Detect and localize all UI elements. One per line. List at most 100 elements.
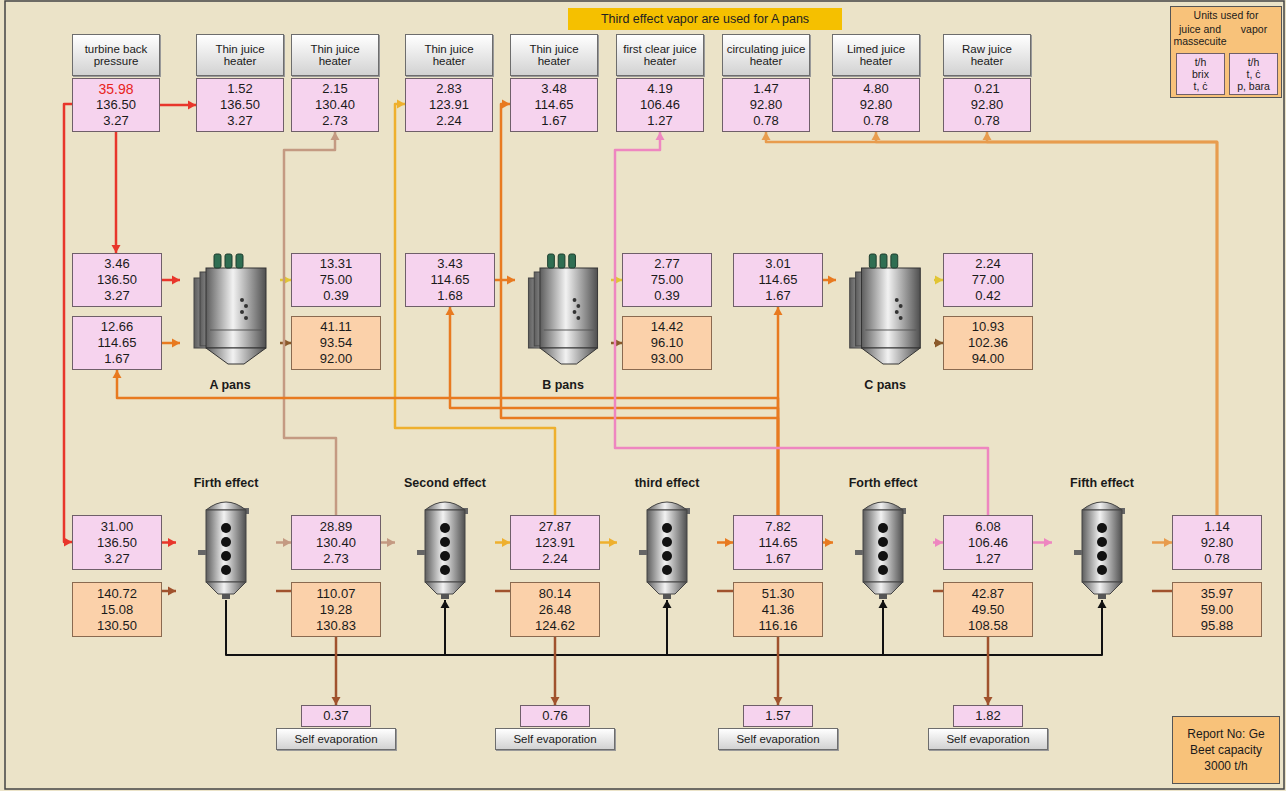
node-text: 114.65 <box>431 272 470 288</box>
arrow-head <box>983 132 992 140</box>
juice-data-box: 10.93102.3694.00 <box>943 316 1033 370</box>
pipe-connector <box>160 101 196 110</box>
juice-data-box: 110.0719.28130.83 <box>291 582 381 637</box>
node-text: 136.50 <box>220 97 260 113</box>
node-text: t, ċ <box>1193 80 1207 92</box>
pipe-line <box>117 370 778 515</box>
pipe-line <box>777 637 780 705</box>
juice-data-box: 80.1426.48124.62 <box>510 582 600 637</box>
arrow-head <box>935 538 943 547</box>
node-text: vapor <box>1229 23 1279 35</box>
vapor-data-box: 6.08106.461.27 <box>943 515 1033 570</box>
vapor-data-box: 28.89130.402.73 <box>291 515 381 570</box>
node-text: Self evaporation <box>722 733 834 746</box>
node-text: Thin juice heater <box>514 43 594 68</box>
evaporator-effect: third effect <box>617 476 717 600</box>
node-text: 35.97 <box>1201 586 1234 602</box>
arrow-head <box>872 132 881 140</box>
node-text: C pans <box>862 378 908 392</box>
node-text: 0.39 <box>654 288 679 304</box>
node-text: t/h <box>1195 56 1207 68</box>
node-text: 0.78 <box>1204 551 1229 567</box>
heater-label-box: first clear juice heater <box>616 34 704 76</box>
node-text: 4.80 <box>863 81 888 97</box>
node-text: 1.27 <box>647 113 672 129</box>
pipe-line <box>883 600 1102 655</box>
pipe-connector <box>823 538 833 547</box>
node-text: 92.00 <box>320 351 353 367</box>
node-text: 2.83 <box>436 81 461 97</box>
node-text: 1.52 <box>227 81 252 97</box>
heater-label-box: Limed juice heater <box>832 34 920 76</box>
node-text: 123.91 <box>429 97 469 113</box>
arrow-head <box>656 132 665 140</box>
vapor-data-box: 0.2192.800.78 <box>943 78 1031 132</box>
pipe-connector <box>162 339 180 348</box>
node-text: t, ċ <box>1246 68 1260 80</box>
node-text: 114.65 <box>759 535 798 551</box>
evaporator-vessel <box>176 494 276 600</box>
node-text: 95.88 <box>1201 618 1234 634</box>
node-text: 14.42 <box>651 319 684 335</box>
node-text: 102.36 <box>968 335 1008 351</box>
heater-label-box: circulating juice heater <box>722 34 810 76</box>
arrow-head <box>64 538 72 547</box>
node-text: 51.30 <box>762 586 795 602</box>
pipe-line <box>1152 590 1172 593</box>
node-text: 2.24 <box>975 256 1000 272</box>
vacuum-pan: C pans <box>836 248 934 392</box>
node-text: 0.42 <box>975 288 1000 304</box>
node-text: 28.89 <box>320 519 353 535</box>
pipe-line <box>717 590 733 593</box>
pipe-connector <box>717 538 733 547</box>
arrow-head <box>446 307 455 315</box>
node-text: 92.80 <box>971 97 1004 113</box>
arrow-head <box>397 100 405 109</box>
node-text: 92.80 <box>860 97 893 113</box>
heater-label-box: Thin juice heater <box>196 34 284 76</box>
node-text: A pans <box>207 378 252 392</box>
arrow-head <box>112 245 121 253</box>
juice-data-box: 51.3041.36116.16 <box>733 582 823 637</box>
arrow-head <box>507 276 515 285</box>
pipe-connector <box>872 132 1218 515</box>
arrow-head <box>172 339 180 348</box>
vapor-data-box: 3.48114.651.67 <box>510 78 598 132</box>
arrow-head <box>168 538 176 547</box>
node-text: Forth effect <box>847 476 920 490</box>
node-text: 49.50 <box>972 602 1005 618</box>
vapor-data-box: 7.82114.651.67 <box>733 515 823 570</box>
pan-vessel <box>180 248 280 372</box>
heater-label-box: Self evaporation <box>928 728 1048 750</box>
pipe-connector <box>112 132 121 253</box>
vapor-data-box: t/hbrixt, ċ <box>1176 53 1225 95</box>
node-text: 42.87 <box>972 586 1005 602</box>
node-text: Thin juice heater <box>409 43 489 68</box>
node-text: 114.65 <box>535 97 574 113</box>
pipe-connector <box>933 591 943 592</box>
pipe-line <box>615 132 988 515</box>
vapor-data-box: 4.8092.800.78 <box>832 78 920 132</box>
node-text: third effect <box>633 476 702 490</box>
juice-data-box: 41.1193.5492.00 <box>291 316 381 370</box>
node-text: 3000 t/h <box>1175 758 1277 774</box>
arrow-head <box>1044 538 1052 547</box>
node-text: Self evaporation <box>932 733 1044 746</box>
node-text: 136.50 <box>96 97 136 113</box>
juice-data-box: 42.8749.50108.58 <box>943 582 1033 637</box>
pipe-connector <box>933 538 943 547</box>
vapor-data-box: 2.7775.000.39 <box>622 253 712 307</box>
node-text: 27.87 <box>539 519 572 535</box>
pipe-connector <box>446 307 779 515</box>
pipe-line <box>766 132 1217 515</box>
node-text: 2.15 <box>322 81 347 97</box>
pipe-connector <box>162 538 176 547</box>
node-text: 130.83 <box>316 618 356 634</box>
pipe-connector <box>162 276 180 285</box>
arrow-head <box>283 538 291 547</box>
pipe-line <box>987 637 990 705</box>
node-text: 59.00 <box>1201 602 1234 618</box>
pipe-connector <box>984 637 993 705</box>
node-text: brix <box>1192 68 1209 80</box>
pipe-connector <box>495 276 515 285</box>
